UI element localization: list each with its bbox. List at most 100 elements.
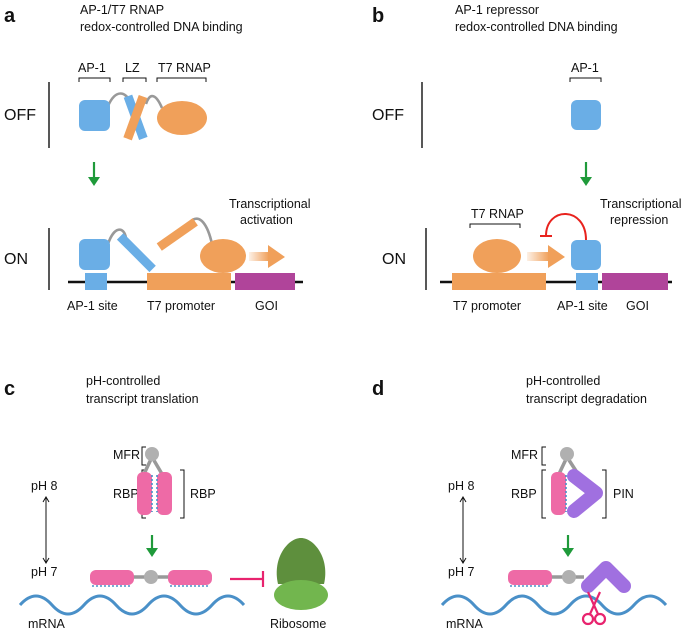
site-label-t7-a: T7 promoter [147,299,215,313]
mrna-label-d: mRNA [446,617,483,631]
goi-box-a [235,273,295,290]
site-label-ap1-a: AP-1 site [67,299,118,313]
bracket-t7-b [469,223,521,228]
mfr-node-c [145,447,159,461]
ph-low-d: pH 7 [448,565,474,579]
rbp-left-c [137,472,152,515]
panel-b-title-line2: redox-controlled DNA binding [455,20,618,34]
repression-arc-b [545,213,587,241]
rbp-open-d [508,570,552,585]
bracket-t7-a [156,77,207,82]
transcription-arrow-shaft-a [249,252,269,261]
arrow-down-icon-b [580,177,592,186]
rbp-open-left-c [90,570,134,585]
ap1-site-box-b [576,273,598,290]
site-label-goi-b: GOI [626,299,649,313]
outcome-b-line1: Transcriptional [600,197,682,211]
panel-b: b AP-1 repressor redox-controlled DNA bi… [372,3,682,313]
panel-b-title-line1: AP-1 repressor [455,3,539,17]
panel-letter-c: c [4,378,15,400]
label-mfr-c: MFR [113,448,140,462]
ph-low-c: pH 7 [31,565,57,579]
state-on-a: ON [4,251,28,268]
label-t7-a: T7 RNAP [158,61,211,75]
label-lz-a: LZ [125,61,140,75]
bracket-mfr-d [541,446,546,466]
lz-blue-on-a [116,233,156,273]
panel-d: d pH-controlled transcript degradation M… [372,374,668,631]
panel-a-title-line1: AP-1/T7 RNAP [80,3,164,17]
lz-orange-off-a [123,94,148,141]
ph-arrows-icon-c [42,496,50,564]
t7-rnap-on-a [200,239,246,273]
transcription-arrow-shaft-b [527,252,549,261]
t7-promoter-box-b [452,273,546,290]
t7-promoter-box-a [147,273,231,290]
arrow-down-icon-d [562,548,574,557]
bracket-rbp-d [541,469,546,519]
panel-a: a AP-1/T7 RNAP redox-controlled DNA bind… [4,3,311,313]
ph-high-d: pH 8 [448,479,474,493]
ph-high-c: pH 8 [31,479,57,493]
label-rbp-right-c: RBP [190,487,216,501]
transcription-arrow-icon-b [548,245,565,268]
state-off-a: OFF [4,107,36,124]
mrna-label-c: mRNA [28,617,65,631]
pin-open-d [581,561,631,593]
panel-d-title-line1: pH-controlled [526,374,600,388]
label-mfr-d: MFR [511,448,538,462]
ribosome-large-subunit [276,538,326,584]
panel-letter-b: b [372,5,384,27]
mrna-wave-d [440,594,668,616]
t7-rnap-off-a [157,101,207,135]
panel-a-title-line2: redox-controlled DNA binding [80,20,243,34]
bracket-ap1-a [78,77,111,82]
panel-c-title-line1: pH-controlled [86,374,160,388]
ribosome-label: Ribosome [270,617,326,631]
bracket-lz-a [122,77,147,82]
panel-letter-d: d [372,378,384,400]
mfr-node-open-c [144,570,158,584]
label-ap1-a: AP-1 [78,61,106,75]
ap1-site-box-a [85,273,107,290]
rbp-open-right-c [168,570,212,585]
panel-c: c pH-controlled transcript translation M… [4,374,328,631]
outcome-a-line1: Transcriptional [229,197,311,211]
label-pin-d: PIN [613,487,634,501]
panel-d-title-line2: transcript degradation [526,392,647,406]
rbp-d [551,472,566,515]
arrow-down-icon-c [146,548,158,557]
t7-rnap-on-b [473,239,521,273]
arrow-down-icon-a [88,177,100,186]
site-label-t7-b: T7 promoter [453,299,521,313]
outcome-a-line2: activation [240,213,293,227]
scissors-icon [581,591,607,626]
mrna-wave-c [18,594,246,616]
linker-off-a-2 [144,94,164,109]
state-off-b: OFF [372,107,404,124]
mfr-node-d [560,447,574,461]
outcome-b-line2: repression [610,213,668,227]
label-rbp-d: RBP [511,487,537,501]
ap1-domain-on-a [79,239,110,270]
transcription-arrow-icon-a [268,245,285,268]
panel-c-title-line2: transcript translation [86,392,199,406]
site-label-goi-a: GOI [255,299,278,313]
bracket-ap1-b [569,77,602,82]
ap1-domain-off-a [79,100,110,131]
state-on-b: ON [382,251,406,268]
goi-box-b [602,273,668,290]
panel-letter-a: a [4,5,16,27]
lz-orange-on-a [156,218,198,251]
rbp-right-c [157,472,172,515]
ph-arrows-icon-d [459,496,467,564]
bracket-pin-d [602,469,607,519]
bracket-mfr-c [141,446,146,466]
label-t7-b: T7 RNAP [471,207,524,221]
ap1-domain-off-b [571,100,601,130]
label-ap1-b: AP-1 [571,61,599,75]
site-label-ap1-b: AP-1 site [557,299,608,313]
label-rbp-left-c: RBP [113,487,139,501]
ap1-domain-on-b [571,240,601,270]
